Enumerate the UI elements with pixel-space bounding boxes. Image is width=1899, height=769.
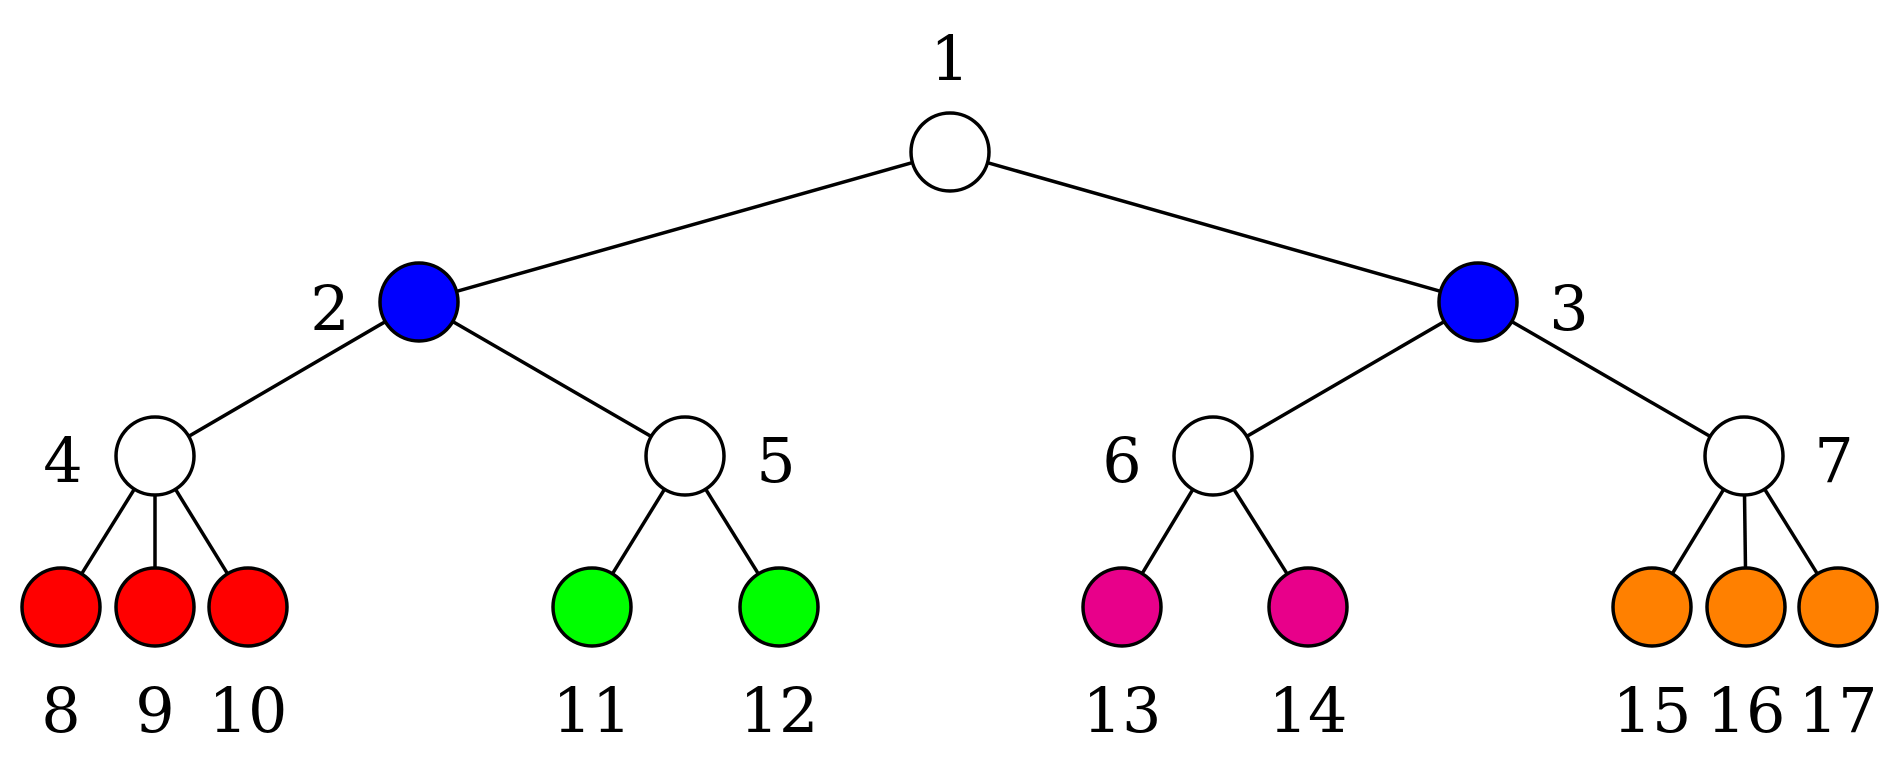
- node-label-8: 8: [41, 674, 80, 747]
- node-label-1: 1: [930, 22, 969, 95]
- node-17: [1797, 566, 1879, 648]
- edge-2-4: [154, 300, 420, 458]
- tree-nodes: [20, 111, 1879, 648]
- node-label-3: 3: [1549, 272, 1588, 345]
- node-9: [114, 566, 196, 648]
- node-15: [1611, 566, 1693, 648]
- node-12: [738, 566, 820, 648]
- edge-1-3: [949, 150, 1479, 304]
- node-7: [1703, 415, 1785, 497]
- node-label-5: 5: [756, 424, 795, 497]
- node-label-14: 14: [1269, 674, 1348, 747]
- node-11: [551, 566, 633, 648]
- node-16: [1705, 566, 1787, 648]
- edge-3-7: [1477, 300, 1745, 458]
- node-10: [207, 566, 289, 648]
- edge-2-5: [418, 300, 686, 458]
- node-13: [1081, 566, 1163, 648]
- node-label-13: 13: [1083, 674, 1162, 747]
- node-label-6: 6: [1102, 424, 1141, 497]
- node-label-16: 16: [1707, 674, 1786, 747]
- node-label-17: 17: [1799, 674, 1878, 747]
- node-3: [1437, 261, 1519, 343]
- node-label-2: 2: [310, 272, 349, 345]
- tree-edges: [59, 150, 1840, 608]
- node-label-4: 4: [43, 424, 82, 497]
- node-1: [909, 111, 991, 193]
- node-2: [378, 261, 460, 343]
- node-4: [114, 415, 196, 497]
- node-8: [20, 566, 102, 648]
- node-label-7: 7: [1814, 424, 1853, 497]
- node-6: [1172, 415, 1254, 497]
- node-label-12: 12: [740, 674, 819, 747]
- node-label-11: 11: [553, 674, 632, 747]
- node-label-10: 10: [209, 674, 288, 747]
- node-label-9: 9: [135, 674, 174, 747]
- node-label-15: 15: [1613, 674, 1692, 747]
- edge-3-6: [1212, 300, 1479, 458]
- node-5: [644, 415, 726, 497]
- edge-1-2: [418, 150, 951, 304]
- node-14: [1267, 566, 1349, 648]
